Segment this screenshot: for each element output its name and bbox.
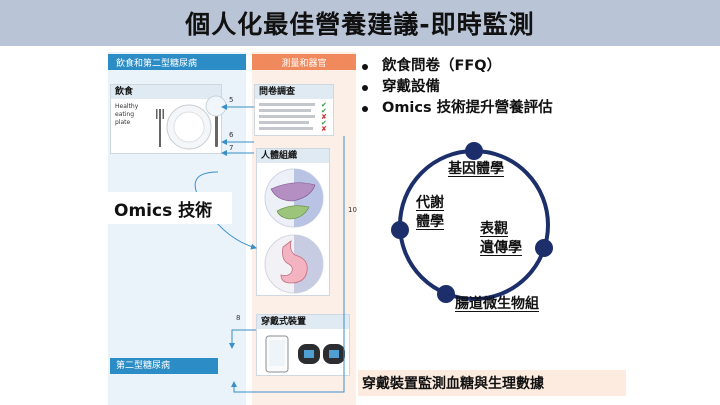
diet-box: 飲食 Healthy eating plate (110, 84, 222, 154)
metabolomics-line-2: 體學 (416, 214, 444, 230)
bullet-dot (362, 84, 368, 91)
ring-label-genomics: 基因體學 (448, 161, 504, 177)
svg-text:✔: ✔ (321, 119, 327, 127)
wearable-box: 穿戴式裝置 (256, 314, 350, 376)
arrow-number-8: 8 (236, 314, 241, 322)
type2-diabetes-title: 第二型糖尿病 (116, 361, 171, 371)
bullet-dot (362, 105, 368, 112)
arrow-number-7: 7 (229, 144, 234, 152)
healthy-plate-caption: Healthy eating plate (115, 103, 138, 127)
svg-text:✘: ✘ (321, 125, 327, 133)
omics-technology-label: Omics 技術 (108, 192, 232, 224)
healthy-plate-line-1: Healthy (115, 103, 139, 110)
svg-text:✔: ✔ (321, 107, 327, 115)
arrow-number-5: 5 (229, 96, 234, 104)
svg-text:✘: ✘ (321, 113, 327, 121)
epigenetics-line-2: 遺傳學 (480, 240, 522, 256)
questionnaire-box: 問卷調查 ✔✔ ✘✔ ✘ (254, 84, 334, 136)
omics-ring (391, 142, 553, 303)
epigenetics-line-1: 表觀 (480, 221, 508, 237)
title-bar: 個人化最佳營養建議-即時監測 (0, 0, 720, 46)
phone-icon (265, 335, 289, 373)
ring-node-microbiome (437, 285, 455, 303)
questionnaire-box-title: 問卷調查 (255, 85, 333, 99)
bottom-banner: 穿戴裝置監測血糖與生理數據 (358, 370, 626, 396)
bullet-text: Omics 技術提升營養評估 (382, 100, 553, 116)
bullet-text: 飲食問卷（FFQ） (382, 58, 502, 74)
fitness-band-icon (298, 344, 345, 364)
header-measurement-organs: 測量和器官 (252, 54, 356, 70)
questionnaire-list-icon: ✔✔ ✘✔ ✘ (259, 101, 327, 133)
ring-node-metabolomics (391, 221, 409, 239)
arrow-10 (231, 136, 345, 393)
ring-label-epigenetics: 表觀 遺傳學 (480, 220, 522, 258)
fat-tissue-icon (264, 168, 324, 228)
stomach-icon (264, 234, 324, 294)
arrow-number-6: 6 (229, 131, 234, 139)
ring-label-microbiome: 腸道微生物組 (455, 296, 539, 312)
type2-diabetes-box: 第二型糖尿病 (110, 358, 218, 374)
bullet-list: 飲食問卷（FFQ） 穿戴設備 Omics 技術提升營養評估 (362, 56, 662, 119)
bullet-wearable: 穿戴設備 (362, 77, 662, 98)
bullet-dot (362, 63, 368, 70)
diet-diabetes-diagram: 飲食和第二型糖尿病 測量和器官 飲食 Healthy eating plate … (108, 52, 357, 405)
ring-node-epigenetics (535, 239, 553, 257)
ring-label-metabolomics: 代謝 體學 (416, 194, 444, 232)
bullet-text: 穿戴設備 (382, 79, 440, 95)
healthy-plate-line-2: eating (115, 111, 134, 118)
slide-title: 個人化最佳營養建議-即時監測 (185, 10, 535, 39)
wearable-box-title: 穿戴式裝置 (257, 315, 349, 329)
header-diet-diabetes: 飲食和第二型糖尿病 (108, 54, 246, 70)
body-tissue-box-title: 人體組織 (257, 149, 329, 163)
arrow-number-10: 10 (348, 206, 357, 214)
ring-node-genomics (465, 142, 483, 160)
plate-icon (156, 104, 218, 150)
bullet-ffq: 飲食問卷（FFQ） (362, 56, 662, 77)
metabolomics-line-1: 代謝 (416, 195, 444, 211)
flow-arrows (194, 104, 345, 393)
bullet-omics: Omics 技術提升營養評估 (362, 98, 662, 119)
body-tissue-box: 人體組織 (256, 148, 330, 296)
healthy-plate-line-3: plate (115, 119, 131, 126)
svg-text:✔: ✔ (321, 101, 327, 109)
arrow-8 (229, 329, 256, 349)
diet-box-title: 飲食 (111, 85, 221, 99)
